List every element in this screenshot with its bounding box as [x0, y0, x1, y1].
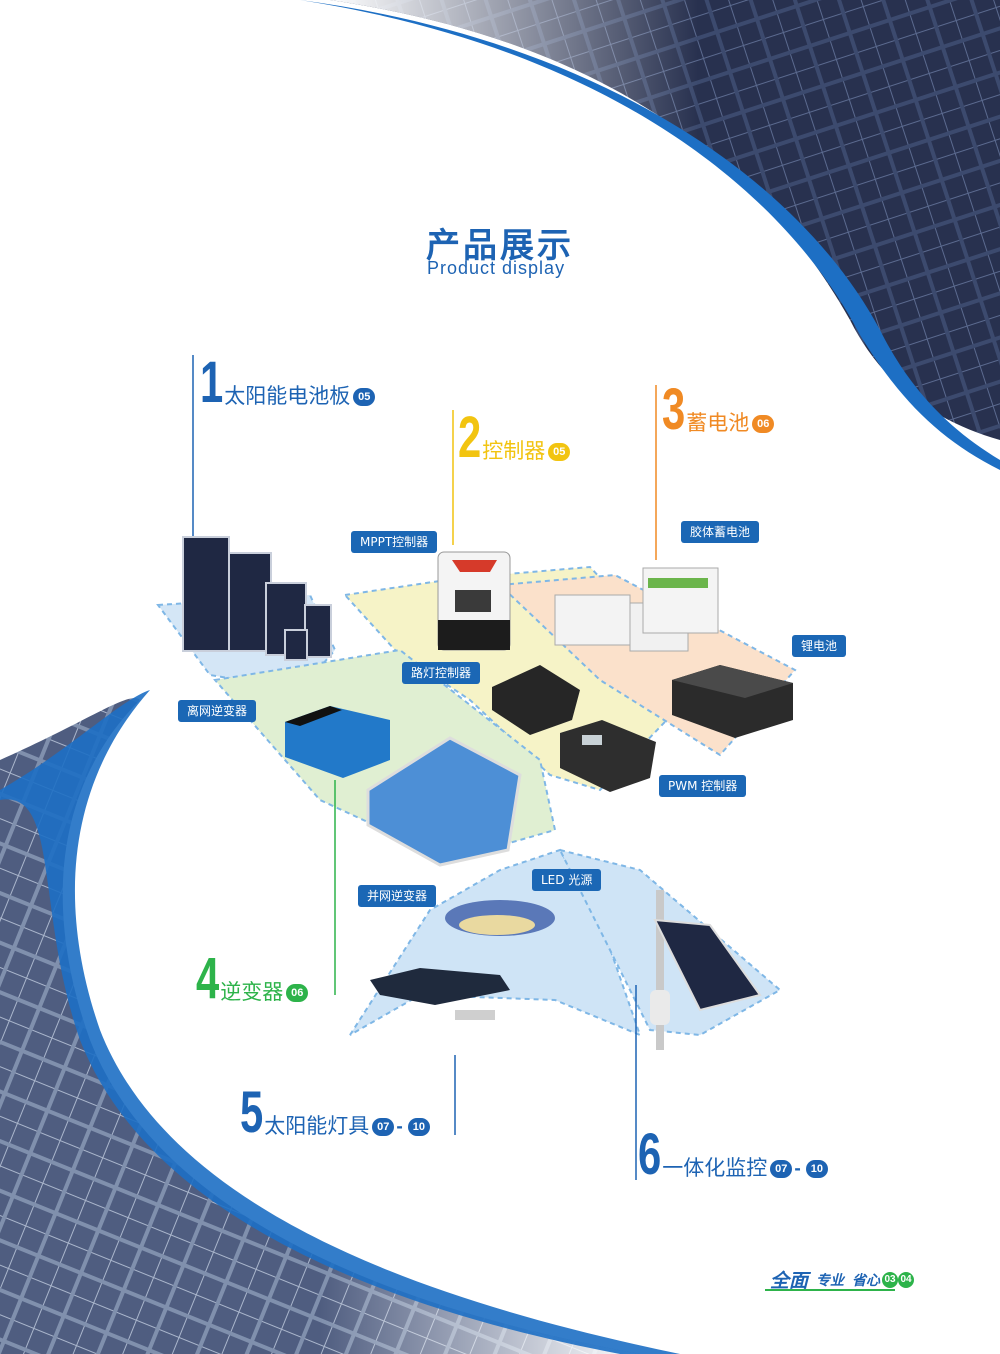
section-number: 2 [458, 405, 482, 470]
section-battery[interactable]: 3 蓄电池 06 [662, 377, 775, 442]
page-badge: 05 [353, 388, 376, 406]
page-badge: 07 [372, 1118, 395, 1136]
section-label: 一体化监控 [662, 1156, 768, 1180]
tag-mppt-controller[interactable]: MPPT控制器 [351, 531, 438, 553]
section-number: 6 [638, 1122, 662, 1187]
section-label: 蓄电池 [686, 411, 750, 435]
section-controller[interactable]: 2 控制器 05 [458, 405, 571, 470]
footer-page-badge: 04 [898, 1271, 915, 1288]
section-label: 太阳能灯具 [264, 1114, 370, 1138]
footer-word: 省心 [852, 1272, 881, 1289]
section-label: 太阳能电池板 [224, 384, 351, 408]
tag-gel-battery[interactable]: 胶体蓄电池 [681, 521, 760, 543]
page-badge: 06 [286, 984, 309, 1002]
section-number: 5 [240, 1080, 264, 1145]
page-badge: 10 [805, 1160, 828, 1178]
tag-grid-inverter[interactable]: 并网逆变器 [358, 885, 437, 907]
section-number: 3 [662, 377, 686, 442]
tag-street-light-controller[interactable]: 路灯控制器 [402, 662, 481, 684]
section-surveillance[interactable]: 6 一体化监控 07 - 10 [638, 1122, 828, 1187]
section-number: 4 [196, 946, 220, 1011]
section-number: 1 [200, 350, 224, 415]
page-badge: 06 [752, 415, 775, 433]
tag-offgrid-inverter[interactable]: 离网逆变器 [178, 700, 257, 722]
section-solar-panel[interactable]: 1 太阳能电池板 05 [200, 350, 376, 415]
solar-panel-illustration [182, 536, 332, 661]
page-subtitle: Product display [427, 258, 566, 278]
section-solar-lamp[interactable]: 5 太阳能灯具 07 - 10 [240, 1080, 430, 1145]
footer-word: 专业 [816, 1272, 845, 1289]
page-badge: 07 [770, 1160, 793, 1178]
footer: 全面 专业 省心 03 04 [770, 1266, 915, 1293]
tag-pwm-controller[interactable]: PWM 控制器 [659, 775, 747, 797]
tag-lithium-battery[interactable]: 锂电池 [792, 635, 847, 657]
page-range-dash: - [794, 1159, 801, 1178]
footer-page-badge: 03 [882, 1271, 899, 1288]
tag-led-light[interactable]: LED 光源 [532, 869, 602, 891]
page-range-dash: - [396, 1117, 403, 1136]
page-badge: 05 [548, 443, 571, 461]
section-label: 控制器 [482, 439, 546, 463]
footer-word: 全面 [770, 1270, 809, 1292]
section-inverter[interactable]: 4 逆变器 06 [196, 946, 309, 1011]
page-badge: 10 [407, 1118, 430, 1136]
page-title: 产品展示 [426, 226, 574, 266]
section-label: 逆变器 [220, 980, 284, 1004]
